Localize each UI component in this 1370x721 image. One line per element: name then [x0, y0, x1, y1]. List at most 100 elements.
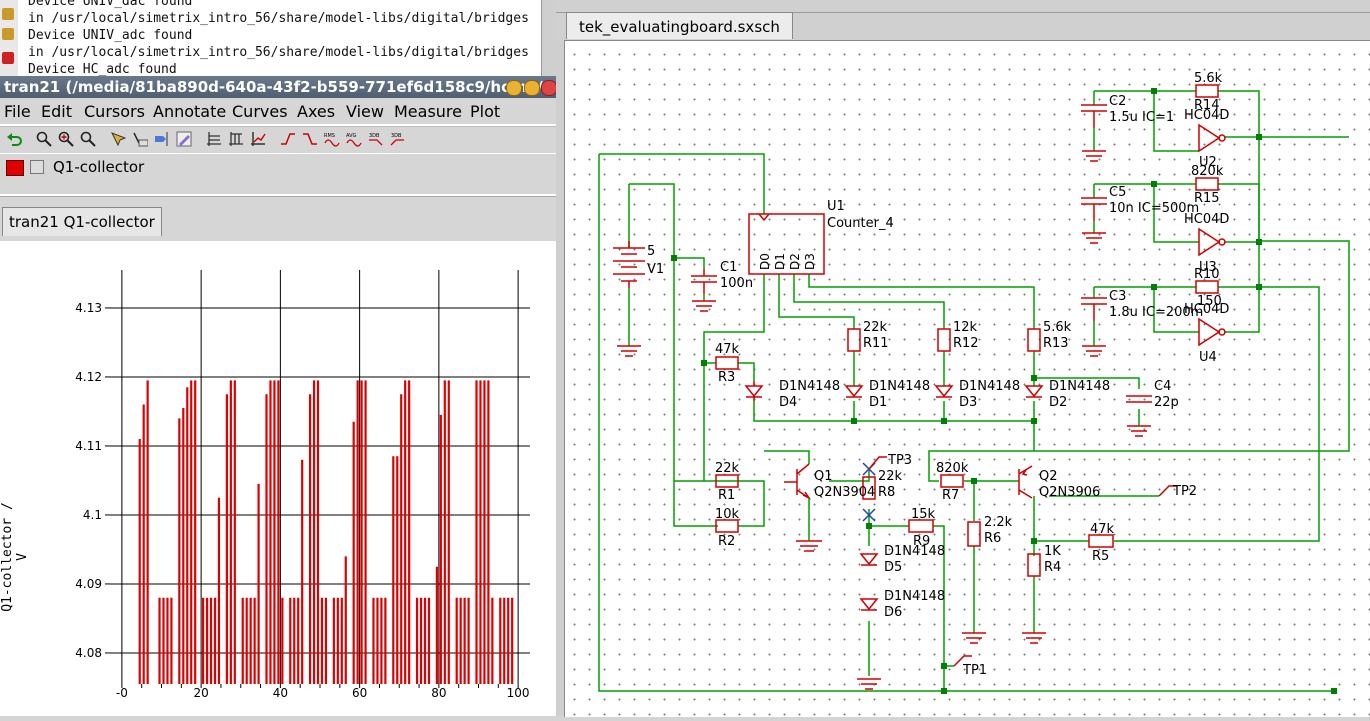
abc-icon[interactable] [132, 131, 148, 147]
menu-edit[interactable]: Edit [41, 102, 72, 121]
tp3-label: TP3 [887, 453, 912, 468]
legend-label[interactable]: Q1-collector [53, 158, 145, 176]
r12-name: R12 [953, 336, 979, 351]
r13-name: R13 [1043, 336, 1069, 351]
undo-icon[interactable] [6, 131, 22, 147]
q1-type: Q2N3904 [814, 485, 875, 500]
tab-plot[interactable]: tran21 Q1-collector [2, 207, 162, 236]
rms-icon[interactable]: RMS [324, 131, 340, 147]
r10-value: 150 [1197, 294, 1222, 309]
y-tick-label: 4.11 [75, 439, 102, 453]
schematic-canvas[interactable]: 5 V1 C1 100n U1 Counter_4 D0 D1 D2 D3 C2… [564, 40, 1370, 717]
c1-name: C1 [720, 260, 737, 275]
menu-annotate[interactable]: Annotate [153, 102, 227, 121]
grid-icon[interactable] [206, 131, 222, 147]
svg-text:AVG: AVG [346, 133, 357, 139]
r4-value: 1K [1044, 544, 1061, 559]
u1-pin-d3: D3 [803, 253, 817, 270]
x-tick-label: 20 [193, 686, 208, 700]
c4-name: C4 [1154, 379, 1171, 394]
y-tick-label: 4.12 [75, 370, 102, 384]
c1-value: 100n [720, 276, 753, 291]
d6-name: D6 [884, 605, 902, 620]
menu-axes[interactable]: Axes [297, 102, 336, 121]
y-axis-label: Q1-collector / V [0, 502, 30, 612]
r10-name: R10 [1194, 267, 1220, 282]
d5-type: D1N4148 [884, 544, 945, 559]
menu-file[interactable]: File [4, 102, 31, 121]
x-tick-label: 100 [507, 686, 530, 700]
zoom-icon[interactable] [36, 131, 52, 147]
axis-icon[interactable] [250, 131, 266, 147]
r13-value: 5.6k [1043, 320, 1072, 335]
svg-text:3DB: 3DB [369, 133, 380, 139]
fall-icon[interactable] [302, 131, 318, 147]
v1-value: 5 [647, 244, 655, 259]
3db-icon[interactable]: 3DB [368, 131, 384, 147]
r6-name: R6 [984, 531, 1001, 546]
c3-value: 1.8u IC=200m [1109, 305, 1203, 320]
grid2-icon[interactable] [228, 131, 244, 147]
schematic-scrollbar[interactable] [556, 40, 564, 716]
avg-icon[interactable]: AVG [346, 131, 362, 147]
u4-name: U4 [1199, 350, 1217, 365]
d1-type: D1N4148 [869, 379, 930, 394]
menu-curves[interactable]: Curves [232, 102, 288, 121]
message-console: Device UNIV_dac found in /usr/local/sime… [0, 0, 557, 76]
r2-name: R2 [718, 534, 735, 549]
console-line: in /usr/local/simetrix_intro_56/share/mo… [28, 11, 529, 26]
zoom-in-icon[interactable] [58, 131, 74, 147]
minimize-button[interactable] [506, 80, 522, 96]
pencil-icon[interactable] [176, 131, 192, 147]
c2-value: 1.5u IC=1 [1109, 110, 1174, 125]
window-titlebar[interactable]: tran21 (/media/81ba890d-640a-43f2-b559-7… [0, 76, 556, 98]
r7-name: R7 [942, 488, 959, 503]
close-button[interactable] [541, 80, 556, 96]
trace-select-checkbox[interactable] [30, 160, 44, 174]
r8-value: 22k [878, 469, 903, 484]
console-icon-strip [0, 0, 18, 76]
d3-type: D1N4148 [959, 379, 1020, 394]
menu-plot[interactable]: Plot [470, 102, 501, 121]
u2-type: HC04D [1184, 108, 1229, 123]
r15-value: 820k [1191, 164, 1224, 179]
y-tick-label: 4.13 [75, 301, 102, 315]
r2-value: 10k [715, 507, 740, 522]
c4-value: 22p [1154, 395, 1179, 410]
console-line: in /usr/local/simetrix_intro_56/share/mo… [28, 45, 529, 60]
menu-view[interactable]: View [346, 102, 384, 121]
maximize-button[interactable] [524, 80, 540, 96]
console-line: Device UNIV_dac found [28, 0, 193, 9]
r12-value: 12k [953, 320, 978, 335]
3db-fall-icon[interactable]: 3DB [390, 131, 406, 147]
r7-value: 820k [936, 461, 969, 476]
schematic-window: tek_evaluatingboard.sxsch [556, 0, 1370, 717]
u3-type: HC04D [1184, 212, 1229, 227]
r1-name: R1 [718, 488, 735, 503]
r5-value: 47k [1090, 522, 1115, 537]
u3-name: U3 [1199, 260, 1217, 275]
u4-type: HC04D [1184, 302, 1229, 317]
r3-value: 47k [715, 342, 740, 357]
d6-type: D1N4148 [884, 589, 945, 604]
toolbar: RMS AVG 3DB 3DB [0, 126, 556, 153]
d4-name: D4 [779, 395, 797, 410]
q2-name: Q2 [1039, 469, 1058, 484]
x-tick-label: 40 [273, 686, 288, 700]
rise-icon[interactable] [280, 131, 296, 147]
cursor-icon[interactable] [110, 131, 126, 147]
r4-name: R4 [1044, 560, 1061, 575]
q2-type: Q2N3906 [1039, 485, 1100, 500]
zoom-out-icon[interactable] [80, 131, 96, 147]
r8-name: R8 [878, 485, 895, 500]
menu-measure[interactable]: Measure [394, 102, 462, 121]
marker-icon[interactable] [154, 131, 170, 147]
c5-value: 10n IC=500m [1109, 201, 1199, 216]
menu-cursors[interactable]: Cursors [84, 102, 145, 121]
console-scrollbar[interactable] [541, 0, 556, 76]
c2-name: C2 [1109, 94, 1126, 109]
trace-color-swatch[interactable] [6, 160, 24, 176]
tab-schematic[interactable]: tek_evaluatingboard.sxsch [566, 12, 793, 39]
